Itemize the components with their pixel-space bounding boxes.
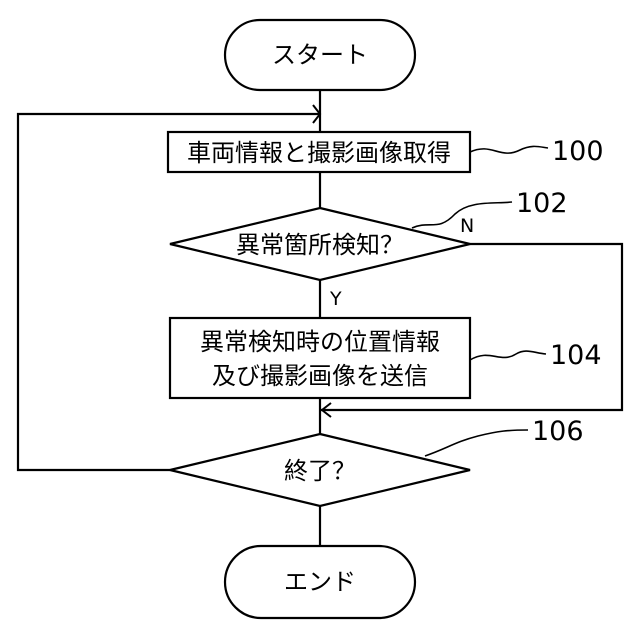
leader-ref-send: [470, 351, 546, 360]
ref-acquire: 100: [552, 136, 604, 167]
end-label: エンド: [284, 568, 356, 596]
process-send-line1: 異常検知時の位置情報: [200, 328, 440, 356]
branch-yes-label: Y: [329, 288, 342, 310]
ref-detect: 102: [516, 188, 568, 219]
start-label: スタート: [272, 41, 368, 69]
decision-detect-label: 異常箇所検知？: [236, 231, 404, 259]
ref-end: 106: [532, 416, 584, 447]
leader-ref-acquire: [470, 146, 548, 153]
decision-end-label: 終了？: [284, 457, 356, 485]
process-send-line2: 及び撮影画像を送信: [212, 362, 428, 390]
process-acquire-label: 車両情報と撮影画像取得: [187, 139, 451, 167]
branch-no-label: N: [460, 215, 474, 237]
leader-ref-end: [425, 430, 528, 456]
ref-send: 104: [550, 340, 602, 371]
